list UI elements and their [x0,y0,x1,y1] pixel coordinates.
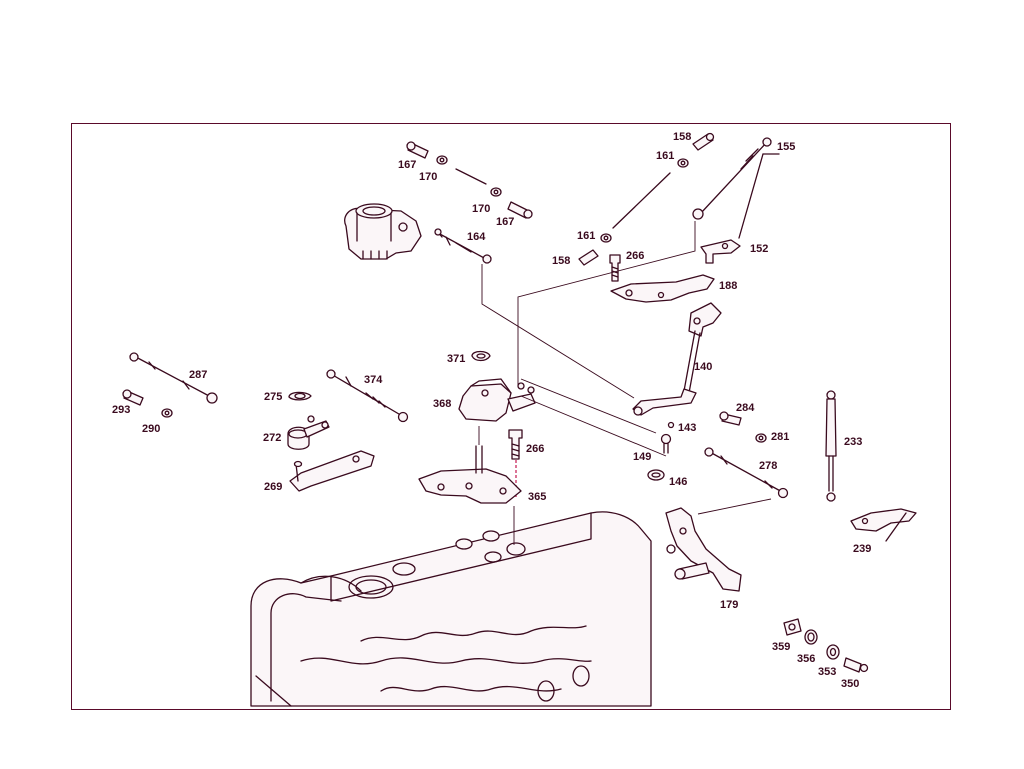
bolt-284 [719,411,742,426]
mount-368 [458,378,536,422]
callout-155: 155 [777,141,795,153]
nut-281 [755,433,767,443]
lever-188 [610,274,715,303]
bolt-158-lower [578,249,599,266]
callout-143: 143 [678,422,696,434]
callout-284: 284 [736,402,755,414]
callout-140: 140 [694,361,712,373]
washer-371 [471,350,491,362]
callout-365: 365 [528,491,546,503]
callout-161: 161 [656,150,674,162]
callout-371: 371 [447,353,465,365]
callout-266: 266 [526,443,544,455]
cable-155 [692,137,780,239]
lever-269 [289,450,375,492]
callout-158: 158 [552,255,570,267]
callout-350: 350 [841,678,859,690]
rod-170 [455,168,487,185]
callout-293: 293 [112,404,130,416]
washer-353 [826,644,840,660]
callout-272: 272 [263,432,281,444]
rod-278 [704,447,789,499]
rod-374 [326,369,409,423]
callout-239: 239 [853,543,871,555]
callout-146: 146 [669,476,687,488]
lever-272 [287,415,330,450]
callout-278: 278 [759,460,777,472]
bracket-239 [850,508,917,542]
grommet-146 [647,469,665,481]
callout-158: 158 [673,131,691,143]
nut-170-top [436,155,448,165]
callout-161: 161 [577,230,595,242]
callout-269: 269 [264,481,282,493]
leader-164 [481,264,635,399]
callout-167: 167 [398,159,416,171]
leader-149 [520,395,667,457]
leader-143 [520,378,657,434]
nut-359 [783,618,802,636]
callout-233: 233 [844,436,862,448]
callout-179: 179 [720,599,738,611]
callout-152: 152 [750,243,768,255]
nut-161-top [677,158,689,168]
callout-275: 275 [264,391,282,403]
bolt-266-lower [508,429,523,460]
lock-washer-356 [804,629,818,645]
nut-290 [161,408,173,418]
callout-170: 170 [472,203,490,215]
diagram-frame: 167 170 170 167 164 158 161 155 161 158 … [71,123,951,710]
callout-167: 167 [496,216,514,228]
callout-266: 266 [626,250,644,262]
callout-170: 170 [419,171,437,183]
ball-joint-149 [660,433,672,454]
bolt-266-top [609,254,621,282]
callout-353: 353 [818,666,836,678]
callout-281: 281 [771,431,789,443]
callout-labels: 167 170 170 167 164 158 161 155 161 158 … [112,131,871,690]
bolt-293 [122,389,144,406]
callout-356: 356 [797,653,815,665]
pin-167-lower [507,201,533,219]
lever-140 [632,302,722,416]
callout-374: 374 [364,374,383,386]
callout-359: 359 [772,641,790,653]
bolt-158-top [692,132,715,151]
bracket-152 [700,239,741,264]
clip-143 [667,421,675,429]
pin-167-top [406,141,429,159]
throttle-housing [344,203,422,260]
callout-287: 287 [189,369,207,381]
exploded-parts-diagram: 167 170 170 167 164 158 161 155 161 158 … [112,131,917,707]
callout-188: 188 [719,280,737,292]
stud-350 [843,657,869,673]
leader-278 [697,498,772,515]
clip-275 [288,391,312,401]
lever-179 [665,507,742,592]
nut-161-lower [600,233,612,243]
callout-368: 368 [433,398,451,410]
gas-strut-233 [825,390,837,502]
rod-164 [434,228,492,264]
nut-170-lower [490,187,502,197]
rod-287 [129,352,218,404]
bracket-365 [418,445,522,504]
leader-155 [517,221,696,386]
engine-block [250,511,652,707]
callout-164: 164 [467,231,486,243]
callout-149: 149 [633,451,651,463]
callout-290: 290 [142,423,160,435]
rod-161 [612,172,671,229]
